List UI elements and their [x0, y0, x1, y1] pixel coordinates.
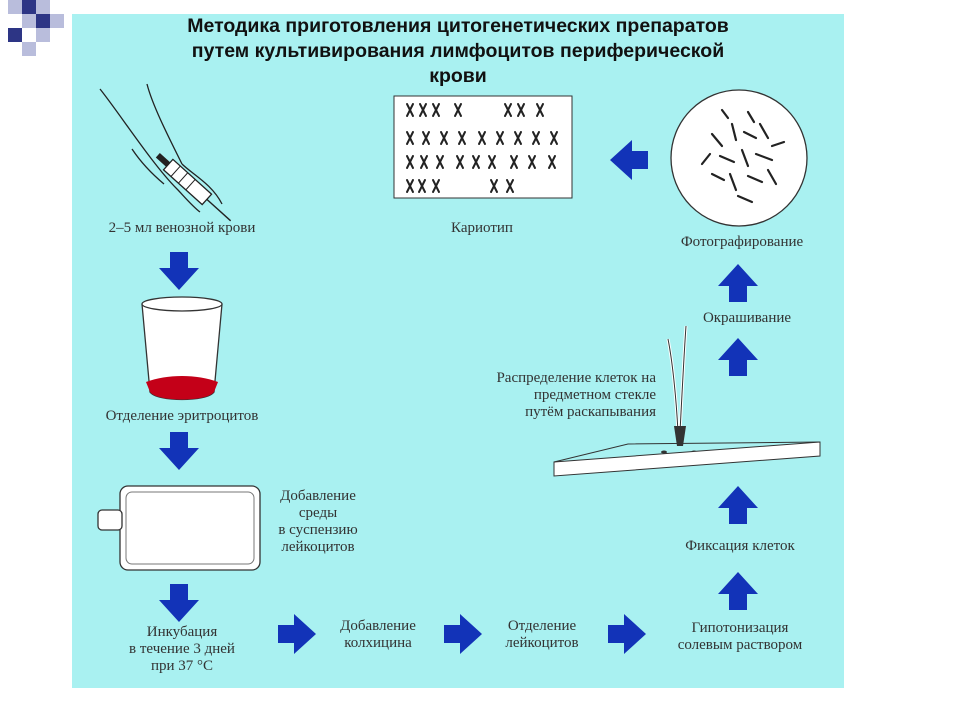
- label-incubation-line: в течение 3 дней: [129, 641, 235, 657]
- arrow-up-icon: [718, 486, 758, 524]
- tube-icon: [141, 296, 223, 401]
- arrow-down-icon: [159, 252, 199, 290]
- label-hypotonization-line: Гипотонизация: [691, 620, 789, 636]
- label-colchicine: Добавление колхицина: [318, 618, 438, 652]
- label-blood: 2–5 мл венозной крови: [108, 220, 256, 236]
- title-line-3: крови: [429, 65, 487, 87]
- deco-square: [22, 42, 36, 56]
- arrow-right-icon: [608, 614, 646, 654]
- deco-square: [36, 14, 50, 28]
- metaphase-circle: [670, 89, 808, 227]
- arrow-right-icon: [278, 614, 316, 654]
- label-leukocytes: Отделение лейкоцитов: [482, 618, 602, 652]
- label-colchicine-line: колхицина: [344, 635, 412, 651]
- label-medium-line: лейкоцитов: [281, 539, 355, 555]
- syringe-icon: [99, 83, 232, 222]
- pipette-icon: [647, 325, 707, 464]
- deco-square: [22, 14, 36, 28]
- label-incubation-line: Инкубация: [146, 624, 218, 640]
- label-erythrocytes: Отделение эритроцитов: [105, 408, 259, 424]
- arrow-up-icon: [718, 264, 758, 302]
- label-hypotonization: Гипотонизация солевым раствором: [654, 620, 826, 654]
- label-photography: Фотографирование: [680, 234, 804, 250]
- arrow-up-icon: [718, 338, 758, 376]
- label-hypotonization-line: солевым раствором: [677, 637, 803, 653]
- arrow-down-icon: [159, 584, 199, 622]
- label-medium-line: среды: [298, 505, 338, 521]
- label-incubation: Инкубация в течение 3 дней при 37 °С: [102, 624, 262, 675]
- deco-square: [22, 0, 36, 14]
- deco-square: [36, 0, 50, 14]
- label-fixation: Фиксация клеток: [685, 538, 795, 554]
- arrow-right-icon: [444, 614, 482, 654]
- title-line-1: Методика приготовления цитогенетических …: [187, 15, 729, 37]
- slide-icon: [553, 441, 821, 477]
- label-colchicine-line: Добавление: [340, 618, 416, 634]
- arrow-left-icon: [610, 140, 648, 180]
- label-leukocytes-line: Отделение: [507, 618, 577, 634]
- label-staining: Окрашивание: [702, 310, 792, 326]
- arrow-down-icon: [159, 432, 199, 470]
- label-medium-line: Добавление: [280, 488, 356, 504]
- label-medium: Добавление среды в суспензию лейкоцитов: [268, 488, 368, 556]
- diagram-title: Методика приготовления цитогенетических …: [72, 14, 844, 89]
- label-medium-line: в суспензию: [278, 522, 358, 538]
- flask-icon: [97, 485, 261, 571]
- label-incubation-line: при 37 °С: [150, 658, 214, 674]
- label-spreading-line: предметном стекле: [533, 387, 656, 403]
- diagram-art: [97, 83, 821, 654]
- deco-square: [8, 28, 22, 42]
- label-spreading-line: Распределение клеток на: [496, 370, 656, 386]
- label-spreading: Распределение клеток на предметном стекл…: [432, 370, 656, 421]
- label-leukocytes-line: лейкоцитов: [505, 635, 579, 651]
- label-karyotype: Кариотип: [451, 220, 513, 236]
- arrow-up-icon: [718, 572, 758, 610]
- deco-square: [8, 0, 22, 14]
- karyotype-card: [393, 95, 573, 199]
- label-spreading-line: путём раскапывания: [525, 404, 656, 420]
- diagram-panel: Методика приготовления цитогенетических …: [72, 14, 844, 688]
- deco-square: [50, 14, 64, 28]
- deco-square: [36, 28, 50, 42]
- title-line-2: путем культивирования лимфоцитов перифер…: [191, 40, 725, 62]
